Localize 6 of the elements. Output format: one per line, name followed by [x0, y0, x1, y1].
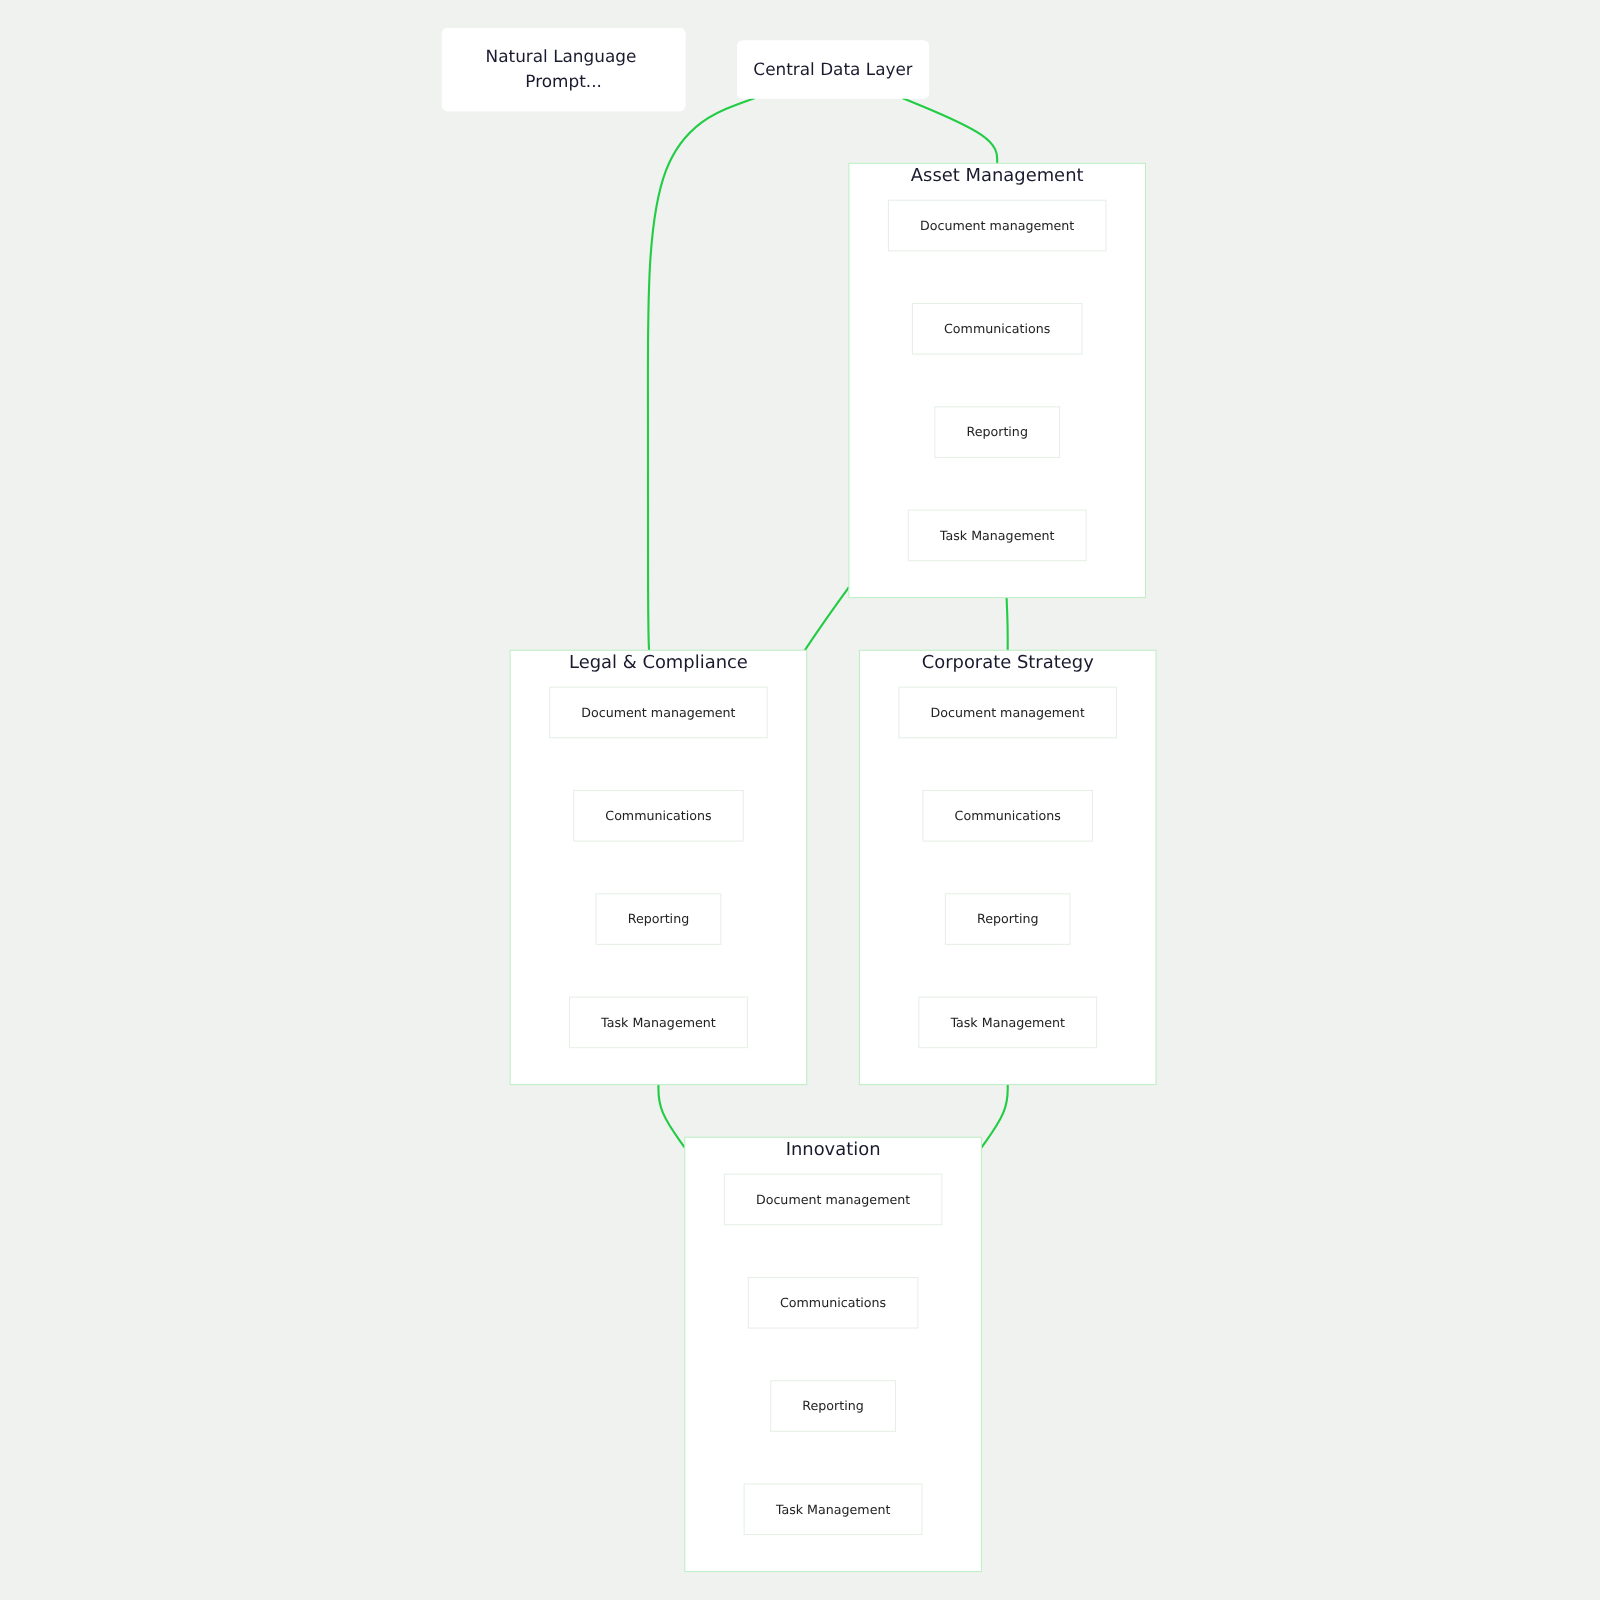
connector — [658, 1084, 687, 1149]
connector — [647, 97, 757, 651]
connector — [902, 97, 999, 164]
connector — [804, 586, 851, 651]
connector — [981, 1084, 1010, 1149]
connector — [1006, 597, 1010, 651]
